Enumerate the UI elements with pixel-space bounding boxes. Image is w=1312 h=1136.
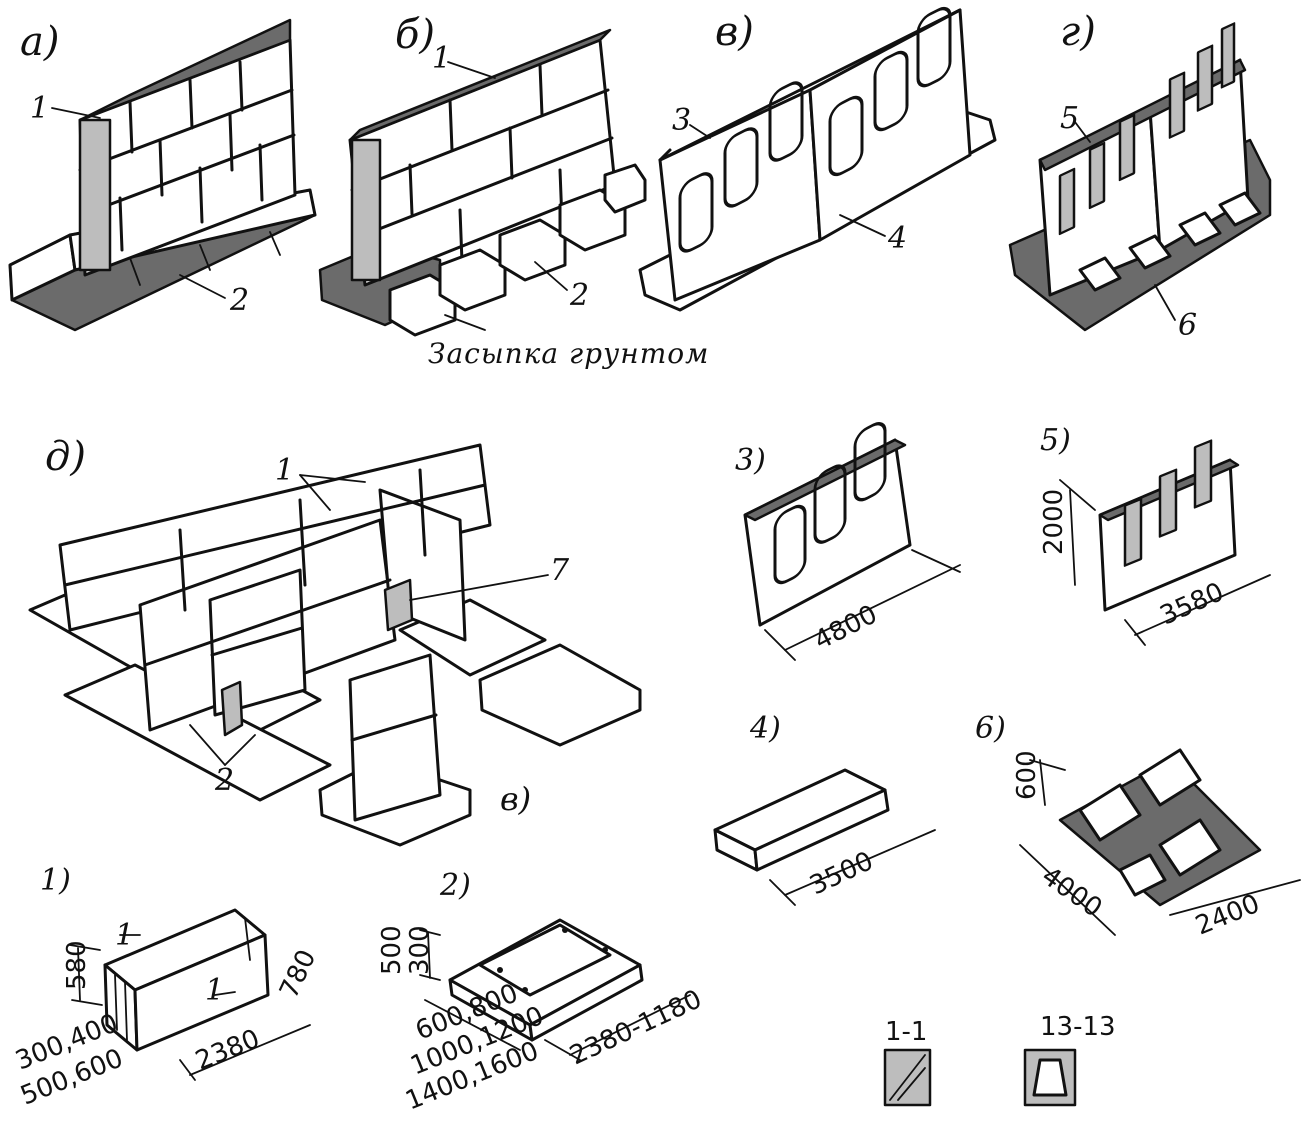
detail-4-label: 4) — [749, 711, 781, 746]
callout-b1: 1 — [432, 41, 451, 76]
section-1-1 — [883, 1048, 932, 1107]
panel-v-drawing — [638, 6, 997, 312]
callout-a2: 2 — [229, 283, 249, 318]
panel-g-drawing — [1008, 22, 1272, 332]
section-13-13-label: 13-13 — [1040, 1012, 1116, 1042]
panel-b-label: б) — [395, 12, 435, 58]
detail-1-height: 580 — [62, 940, 92, 990]
backfill-caption: Засыпка грунтом — [428, 337, 709, 370]
detail-2-label: 2) — [439, 868, 471, 903]
callout-d1: 1 — [275, 453, 294, 488]
detail-1-depth: 780 — [274, 945, 322, 1003]
detail-6-drawing — [1019, 748, 1301, 936]
callout-d7: 7 — [550, 553, 570, 588]
panel-a-drawing — [8, 18, 317, 332]
detail-2-drawing — [419, 918, 691, 1061]
detail-3-length: 4800 — [810, 599, 883, 656]
callout-b2: 2 — [569, 278, 589, 313]
detail-1-section-mark-a: 1 — [115, 918, 134, 953]
panel-g-label: г) — [1060, 9, 1096, 55]
detail-6-length: 4000 — [1036, 861, 1107, 924]
detail-3-label: 3) — [735, 443, 766, 478]
detail-6-height: 600 — [1012, 750, 1042, 800]
detail-5-drawing — [1059, 439, 1271, 646]
detail-1-section-mark-b: 1 — [205, 973, 224, 1008]
detail-1-label: 1) — [40, 863, 71, 898]
panel-d-label: д) — [45, 434, 86, 480]
callout-v3: 3 — [672, 103, 691, 138]
detail-5-label: 5) — [1040, 423, 1071, 458]
panel-b-drawing — [318, 28, 647, 337]
detail-2-h2: 300 — [405, 925, 435, 975]
callout-d2: 2 — [214, 763, 234, 798]
panel-a-label: а) — [20, 19, 59, 65]
panel-v-label: в) — [715, 9, 754, 55]
callout-a1: 1 — [30, 91, 49, 126]
detail-1-drawing — [69, 908, 311, 1081]
panel-d-drawing — [28, 443, 642, 847]
callout-g5: 5 — [1060, 101, 1079, 136]
callout-g6: 6 — [1178, 308, 1197, 343]
panel-v2-label: в) — [500, 780, 531, 818]
detail-4-length: 3500 — [805, 846, 878, 901]
detail-5-height: 2000 — [1039, 489, 1069, 555]
detail-6-label: 6) — [975, 711, 1006, 746]
detail-2-h1: 500 — [377, 925, 407, 975]
detail-6-width: 2400 — [1191, 889, 1264, 942]
callout-v4: 4 — [887, 221, 907, 256]
detail-1-length: 2380 — [191, 1024, 264, 1077]
section-1-1-label: 1-1 — [885, 1017, 927, 1047]
detail-4-drawing — [713, 768, 936, 906]
section-13-13 — [1023, 1048, 1077, 1107]
detail-3-drawing — [743, 422, 961, 661]
